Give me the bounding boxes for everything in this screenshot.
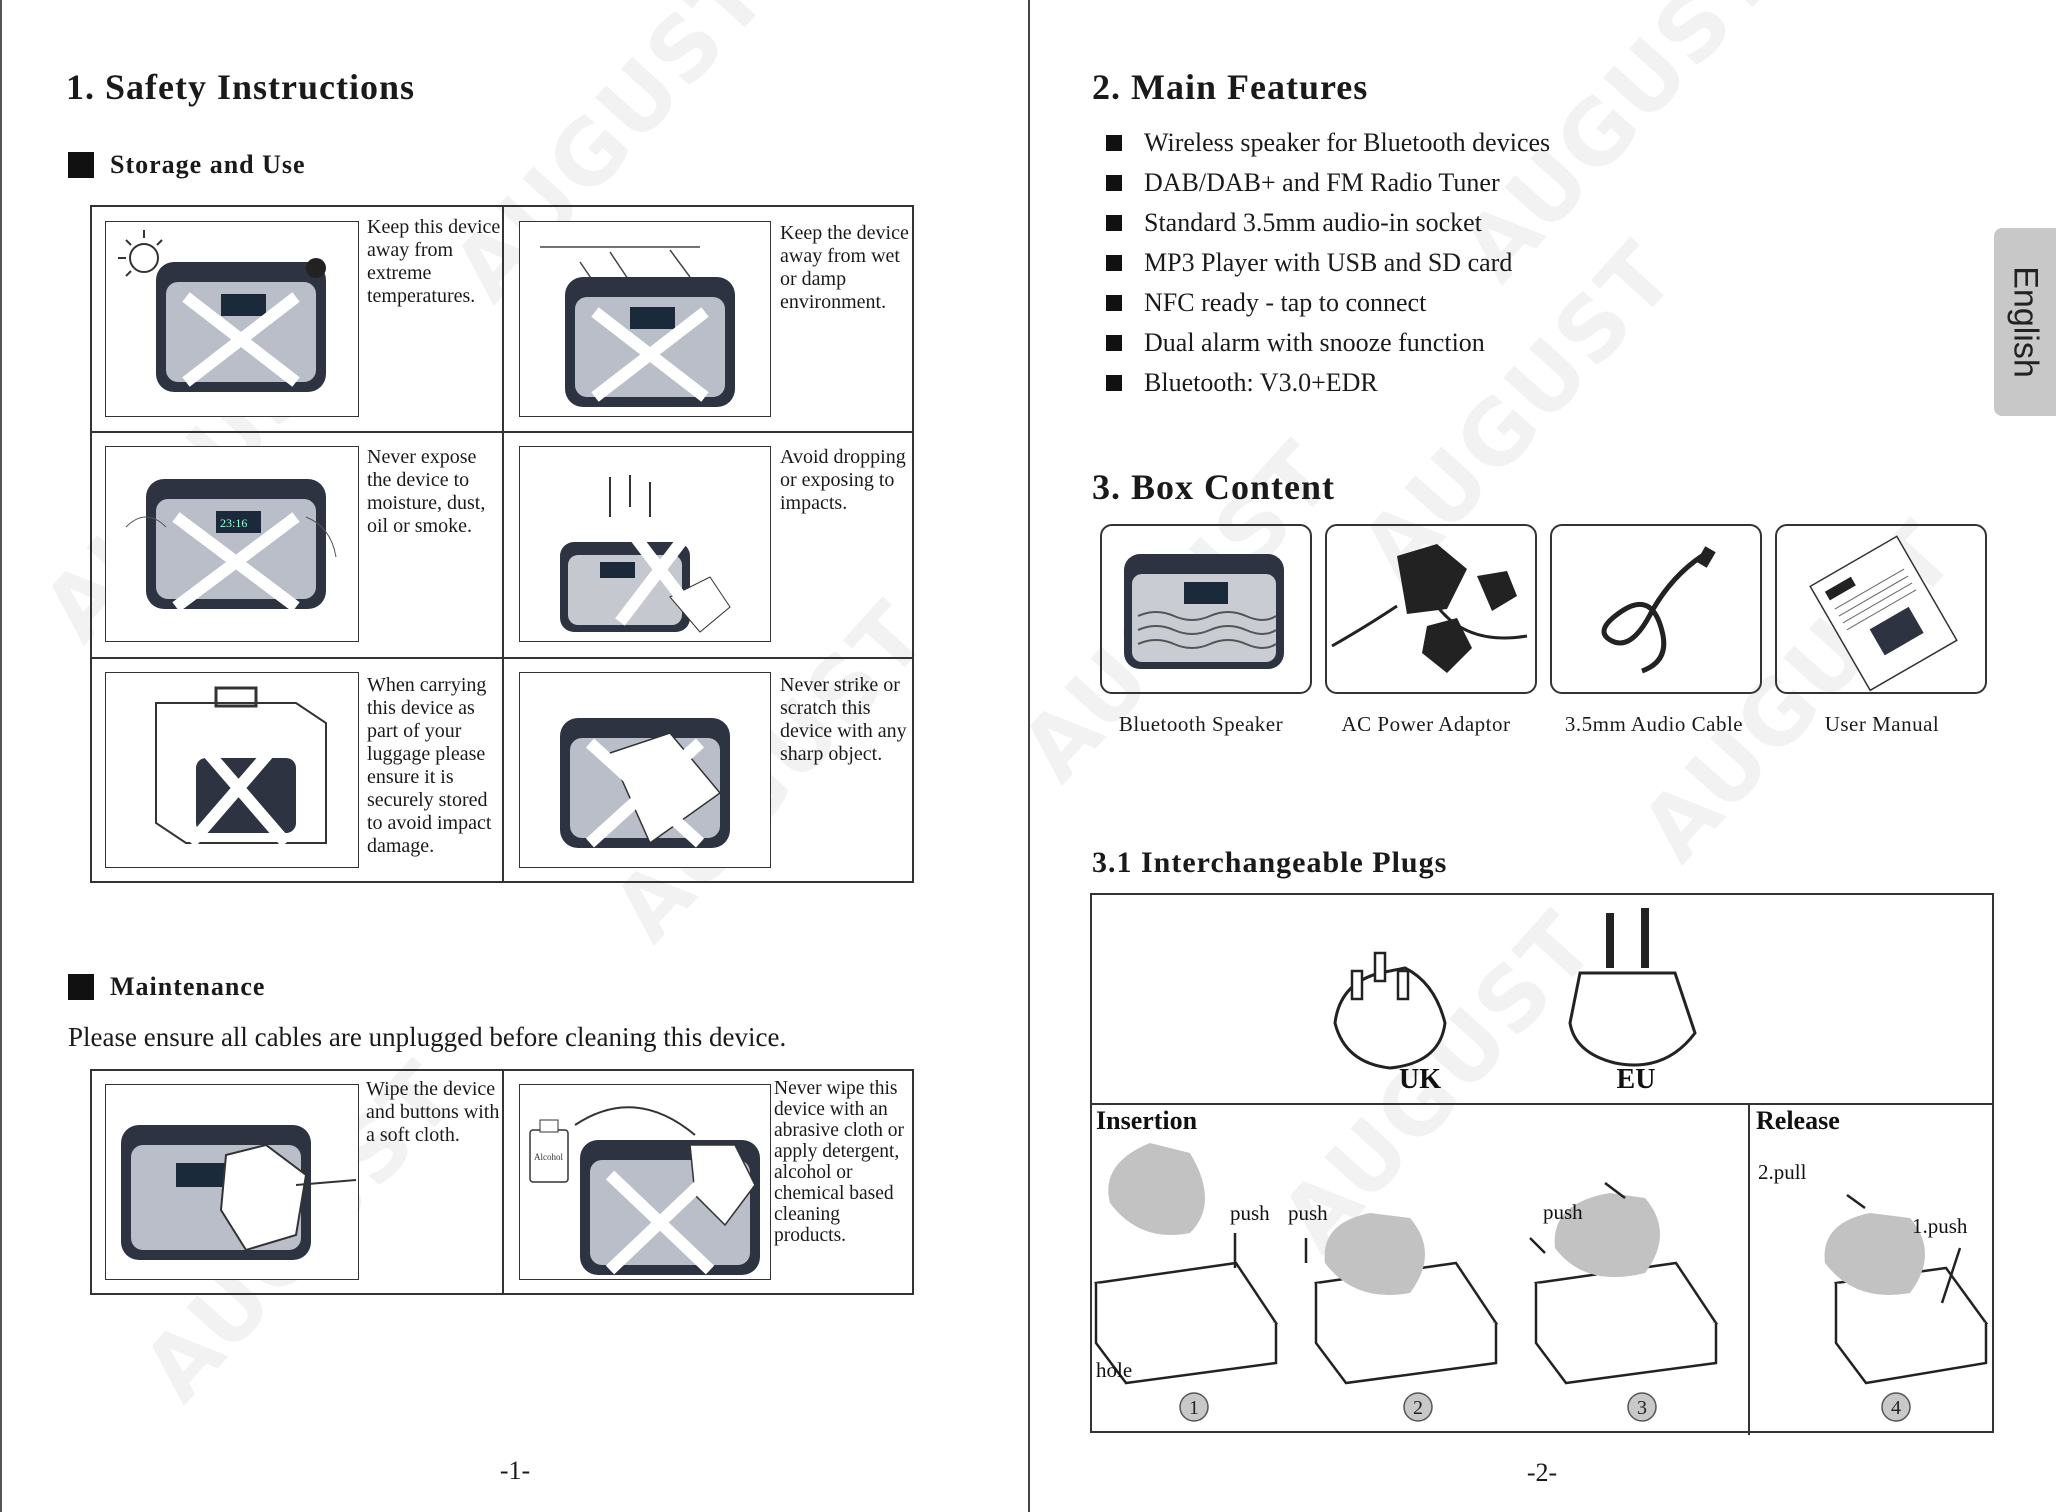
device-illustration xyxy=(519,672,771,868)
storage-grid xyxy=(90,205,914,883)
feature-text: DAB/DAB+ and FM Radio Tuner xyxy=(1144,168,1500,197)
box-item-adaptor xyxy=(1325,524,1537,694)
bullet-square-icon xyxy=(1106,295,1122,311)
insertion-label: Insertion xyxy=(1096,1106,1198,1135)
wiping-illustration xyxy=(105,1084,359,1280)
feature-item: Dual alarm with snooze function xyxy=(1106,328,1485,358)
left-page: AUGUST AUGUST AUGUST AUGUST 1. Safety In… xyxy=(0,0,948,1512)
alcohol-illustration: Alcohol xyxy=(519,1084,771,1280)
bullet-square-icon xyxy=(1106,335,1122,351)
section-heading-storage: Storage and Use xyxy=(68,150,306,180)
caption-impacts: Avoid dropping or exposing to impacts. xyxy=(780,446,906,514)
device-illustration xyxy=(519,446,771,642)
plugs-diagram xyxy=(1090,893,1994,1435)
caption-luggage: When carrying this device as part of you… xyxy=(367,674,492,857)
bullet-square-icon xyxy=(1106,215,1122,231)
feature-item: NFC ready - tap to connect xyxy=(1106,288,1426,318)
page-title: 1. Safety Instructions xyxy=(66,67,416,107)
box-label: Bluetooth Speaker xyxy=(1118,712,1284,736)
box-item-speaker xyxy=(1100,524,1312,694)
box-label: User Manual xyxy=(1824,712,1940,736)
page-number: -1- xyxy=(499,1456,531,1485)
pull-label: 2.pull xyxy=(1758,1160,1807,1184)
feature-item: Wireless speaker for Bluetooth devices xyxy=(1106,128,1550,158)
feature-text: Wireless speaker for Bluetooth devices xyxy=(1144,128,1551,157)
caption-never-wipe: Never wipe this device with an abrasive … xyxy=(774,1078,904,1246)
feature-text: Bluetooth: V3.0+EDR xyxy=(1144,368,1378,397)
device-illustration xyxy=(519,221,771,417)
box-label: 3.5mm Audio Cable xyxy=(1564,712,1744,736)
feature-item: DAB/DAB+ and FM Radio Tuner xyxy=(1106,168,1500,198)
section-heading-maintenance: Maintenance xyxy=(68,972,265,1002)
section-heading-label: Storage and Use xyxy=(110,150,306,179)
plugs-title: 3.1 Interchangeable Plugs xyxy=(1092,846,1448,879)
box-item-cable xyxy=(1550,524,1762,694)
release-label: Release xyxy=(1756,1106,1840,1135)
step-number: 4 xyxy=(1891,1397,1901,1419)
caption-wipe: Wipe the device and buttons with a soft … xyxy=(366,1078,500,1146)
step-number: 2 xyxy=(1413,1397,1423,1419)
step-number: 1 xyxy=(1189,1397,1199,1419)
display-readout: 23:16 xyxy=(220,516,247,530)
section-heading-label: Maintenance xyxy=(110,972,266,1001)
feature-text: Standard 3.5mm audio-in socket xyxy=(1144,208,1482,237)
feature-item: Bluetooth: V3.0+EDR xyxy=(1106,368,1378,398)
page-number: -2- xyxy=(1526,1458,1558,1487)
alcohol-label: Alcohol xyxy=(534,1152,563,1162)
device-illustration xyxy=(105,221,359,417)
bullet-square-icon xyxy=(68,974,94,1000)
push-label: push xyxy=(1288,1201,1328,1225)
bullet-square-icon xyxy=(1106,375,1122,391)
maintenance-grid xyxy=(90,1069,914,1295)
feature-item: MP3 Player with USB and SD card xyxy=(1106,248,1512,278)
box-label: AC Power Adaptor xyxy=(1341,712,1511,736)
bullet-square-icon xyxy=(1106,175,1122,191)
plug-uk-label: UK xyxy=(1399,1064,1441,1095)
maintenance-text: Please ensure all cables are unplugged b… xyxy=(68,1022,787,1052)
language-tab-label: English xyxy=(2006,266,2045,378)
push-label: push xyxy=(1230,1201,1270,1225)
bullet-square-icon xyxy=(1106,255,1122,271)
luggage-illustration xyxy=(105,672,359,868)
bullet-square-icon xyxy=(68,152,94,178)
hole-label: hole xyxy=(1096,1358,1132,1382)
feature-text: MP3 Player with USB and SD card xyxy=(1144,248,1513,277)
push-label: push xyxy=(1543,1200,1583,1224)
box-item-manual xyxy=(1775,524,1987,694)
plugs-drawing: UK EU Insertion Release push push push 2… xyxy=(1094,908,1989,1422)
caption-moisture: Never expose the device to moisture, dus… xyxy=(367,446,486,537)
box-content-title: 3. Box Content xyxy=(1092,467,1336,507)
features-title: 2. Main Features xyxy=(1092,67,1369,107)
feature-item: Standard 3.5mm audio-in socket xyxy=(1106,208,1482,238)
caption-wet: Keep the device away from wet or damp en… xyxy=(780,222,909,313)
feature-text: Dual alarm with snooze function xyxy=(1144,328,1485,357)
push-first-label: 1.push xyxy=(1912,1214,1968,1238)
language-tab[interactable]: English xyxy=(1994,228,2056,416)
step-number: 3 xyxy=(1637,1397,1647,1419)
caption-temperature: Keep this device away from extreme tempe… xyxy=(367,216,501,307)
caption-scratch: Never strike or scratch this device with… xyxy=(780,674,907,765)
plug-eu-label: EU xyxy=(1617,1064,1656,1095)
feature-text: NFC ready - tap to connect xyxy=(1144,288,1427,317)
device-illustration: 23:16 xyxy=(105,446,359,642)
bullet-square-icon xyxy=(1106,135,1122,151)
